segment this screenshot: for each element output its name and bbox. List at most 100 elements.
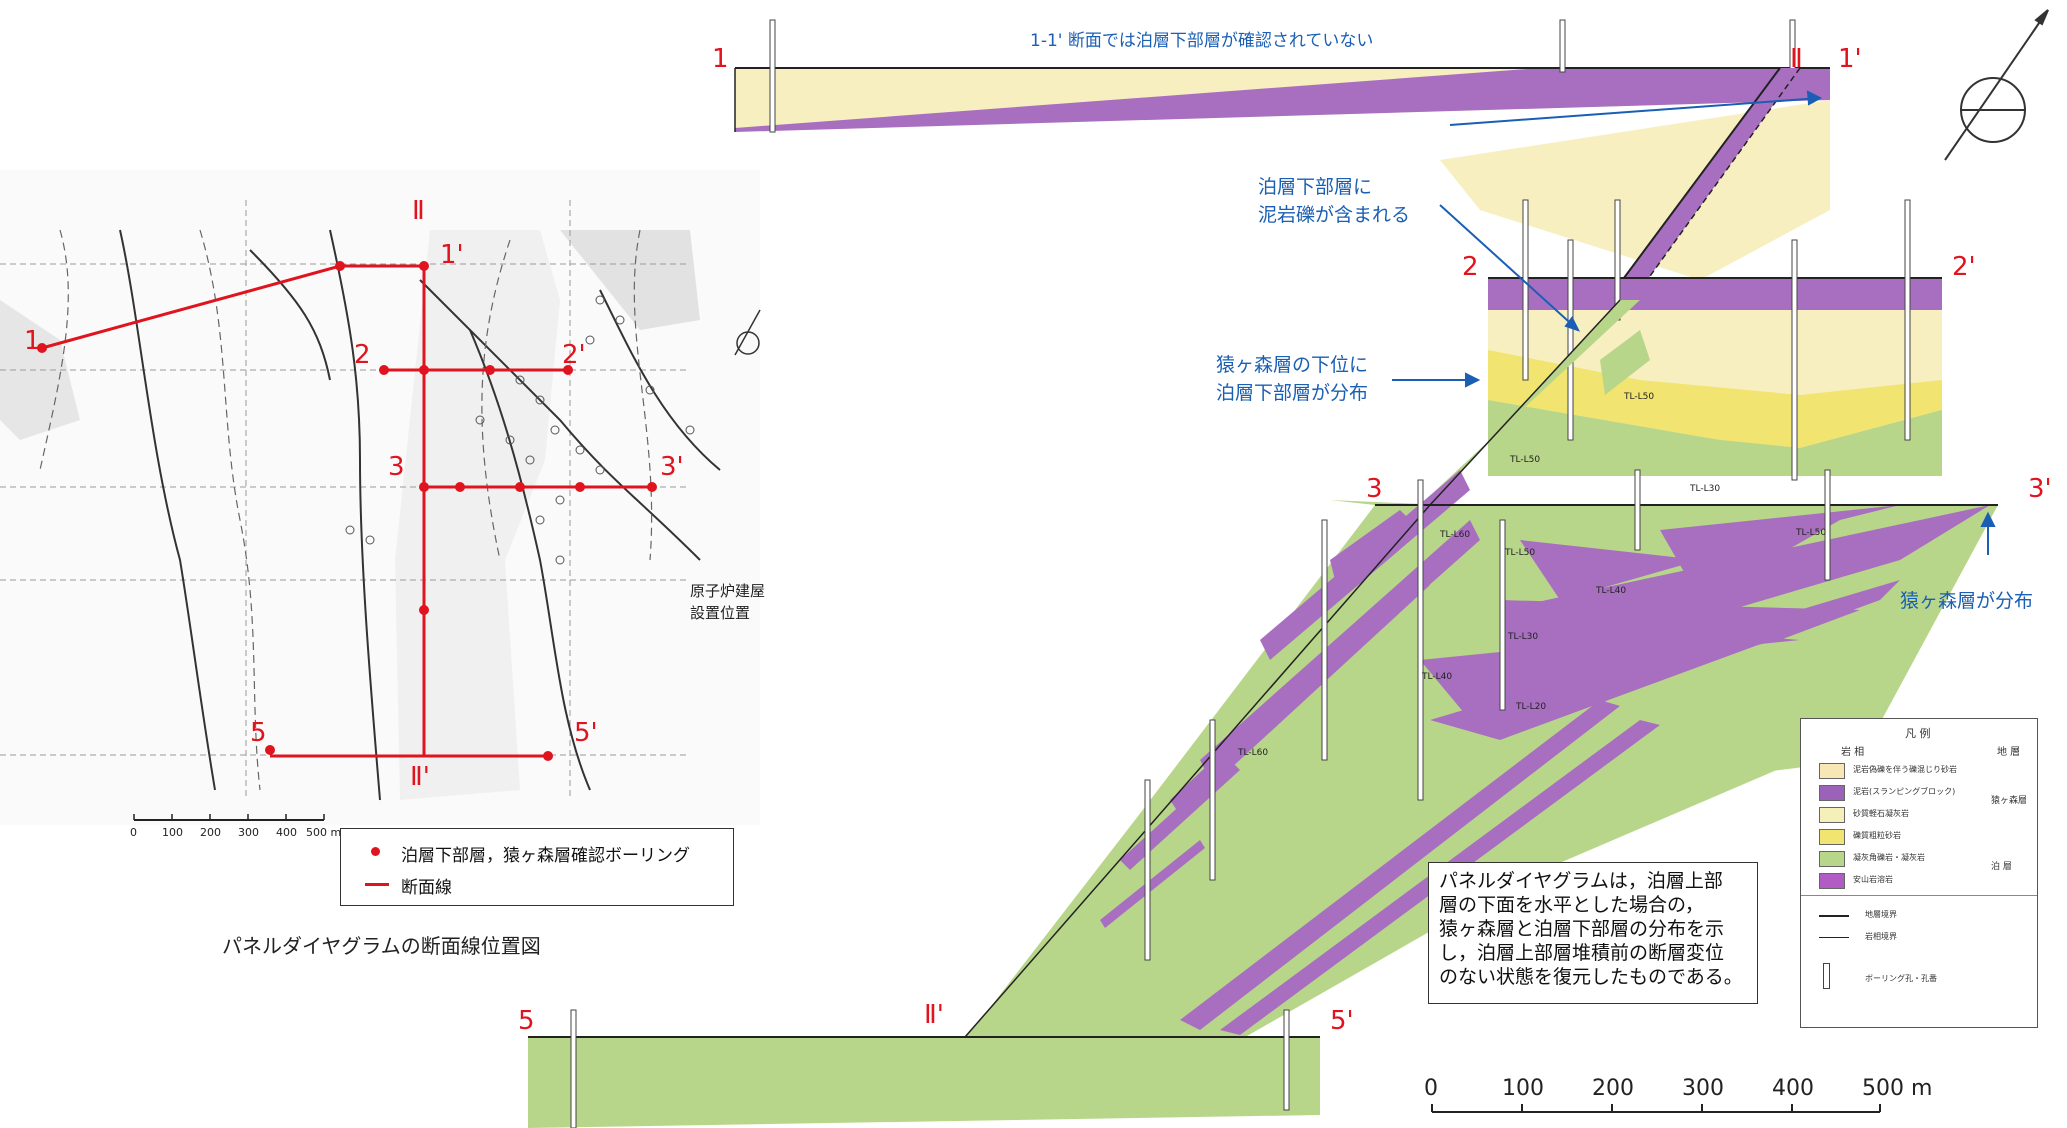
section-1 [734,19,1830,133]
section-id-IIp: Ⅱ' [924,1000,944,1030]
note-line: のない状態を復元したものである。 [1439,966,1743,988]
map-id-II: Ⅱ [412,196,425,226]
section-II-purple-band [1615,68,1800,290]
scale-500: 500 m [1862,1076,1933,1101]
map-legend-line: 断面線 [401,878,452,898]
tl-label: TL-L50 [1796,528,1827,538]
note-line: 層の下面を水平とした場合の， [1439,894,1704,916]
legend-item: 安山岩溶岩 [1819,873,2019,889]
section-5 [528,1009,1320,1128]
tl-label: TL-L30 [1508,632,1539,642]
tl-label: TL-L50 [1505,548,1536,558]
section-id-3: 3 [1366,474,1383,504]
legend-swatch [1819,807,1845,823]
map-scale-200: 200 [200,826,221,839]
legend-bore: ボーリング孔・孔番 [1865,974,1937,983]
legend-item-text: 安山岩溶岩 [1853,875,1893,884]
map-faults [119,229,721,801]
legend-formation-tomari: 泊 層 [1991,862,2012,872]
map-id-5: 5 [250,718,267,748]
scale-400: 400 [1772,1076,1814,1101]
under-annotation-line2: 泊層下部層が分布 [1216,382,1369,404]
saru-annotation: 猿ヶ森層が分布 [1900,590,2034,612]
section-id-1p: 1' [1838,44,1862,74]
map-id-1: 1 [24,326,41,356]
map-caption: パネルダイヤグラムの断面線位置図 [222,934,541,958]
legend-title: 凡 例 [1905,727,1931,740]
legend-line1: 地層境界 [1865,910,1897,919]
legend-item: 泥岩偽礫を伴う礫混じり砂岩 [1819,763,2019,779]
tl-label: TL-L40 [1422,672,1453,682]
north-arrow [1944,9,2049,161]
rock-legend: 凡 例 岩 相 地 層 泥岩偽礫を伴う礫混じり砂岩 泥岩(スランピングブロック)… [1800,718,2038,1028]
map-id-IIp: Ⅱ' [410,762,430,792]
scale-100: 100 [1502,1076,1544,1101]
legend-col-lithology: 岩 相 [1841,747,1865,758]
explanation-note: パネルダイヤグラムは，泊層上部 層の下面を水平とした場合の， 猿ヶ森層と泊層下部… [1428,862,1758,1004]
note-line: パネルダイヤグラムは，泊層上部 [1439,870,1723,892]
section-II-upper [1440,100,1830,280]
section-id-2: 2 [1462,252,1479,282]
scale-200: 200 [1592,1076,1634,1101]
map-section-dots [37,261,657,761]
lithology-boundary-icon [1819,937,1849,938]
reactor-label-2: 設置位置 [690,604,751,622]
scale-300: 300 [1682,1076,1724,1101]
mudstone-annotation-line2: 泥岩礫が含まれる [1258,204,1411,226]
legend-formation-saru: 猿ヶ森層 [1991,796,2028,806]
map-scale-500: 500 m [306,826,342,839]
main-scale-bar [1431,1104,1881,1113]
note-line: 猿ヶ森層と泊層下部層の分布を示 [1439,918,1725,940]
borehole-icon [1823,963,1830,989]
tl-label: TL-L60 [1440,530,1471,540]
section-II-line-1 [1614,67,1781,291]
map-id-2: 2 [354,340,371,370]
map-dotted-area [395,230,560,800]
mudstone-annotation-line1: 泊層下部層に [1258,176,1373,198]
tl-label: TL-L30 [1690,484,1721,494]
legend-col-formation: 地 層 [1997,747,2021,758]
tl-label: TL-L20 [1516,702,1547,712]
section-II-line-2 [1639,67,1801,291]
legend-item-text: 礫質粗粒砂岩 [1853,831,1901,840]
legend-item: 礫質粗粒砂岩 [1819,829,2019,845]
tl-label: TL-L60 [1238,748,1269,758]
map-id-5p: 5' [574,718,598,748]
map-scale-0: 0 [130,826,137,839]
annotation-arrows [1392,90,1996,555]
map-id-1p: 1' [440,240,464,270]
map-id-3p: 3' [660,452,684,482]
legend-item: 泥岩(スランピングブロック) [1819,785,2019,801]
section-id-II-top: Ⅱ [1790,44,1803,74]
tl-label: TL-L50 [1624,392,1655,402]
tl-label: TL-L50 [1510,455,1541,465]
map-borings [345,295,695,565]
section-id-5p: 5' [1330,1006,1354,1036]
legend-item-text: 泥岩(スランピングブロック) [1853,787,1956,796]
legend-item: 凝灰角礫岩・凝灰岩 [1819,851,2019,867]
formation-boundary-icon [1819,915,1849,917]
legend-swatch [1819,763,1845,779]
section-id-3p: 3' [2028,474,2052,504]
map-scale-bar [133,814,325,821]
note-line: し，泊層上部層堆積前の断層変位 [1439,942,1725,964]
section-location-map [0,170,761,825]
legend-swatch [1819,785,1845,801]
section-2 [1488,199,1942,481]
legend-swatch [1819,829,1845,845]
reactor-label-1: 原子炉建屋 [690,582,766,600]
legend-swatch [1819,873,1845,889]
map-geology-lines [39,229,653,791]
legend-swatch [1819,851,1845,867]
map-legend: 泊層下部層，猿ヶ森層確認ボーリング 断面線 [340,828,734,906]
legend-item: 砂質軽石凝灰岩 [1819,807,2019,823]
scale-0: 0 [1424,1076,1438,1101]
map-scale-300: 300 [238,826,259,839]
legend-item-text: 泥岩偽礫を伴う礫混じり砂岩 [1853,765,1957,774]
map-id-3: 3 [388,452,405,482]
map-scale-400: 400 [276,826,297,839]
tl-label: TL-L40 [1596,586,1627,596]
legend-item-text: 砂質軽石凝灰岩 [1853,809,1909,818]
map-hatch-area-1 [560,230,700,330]
